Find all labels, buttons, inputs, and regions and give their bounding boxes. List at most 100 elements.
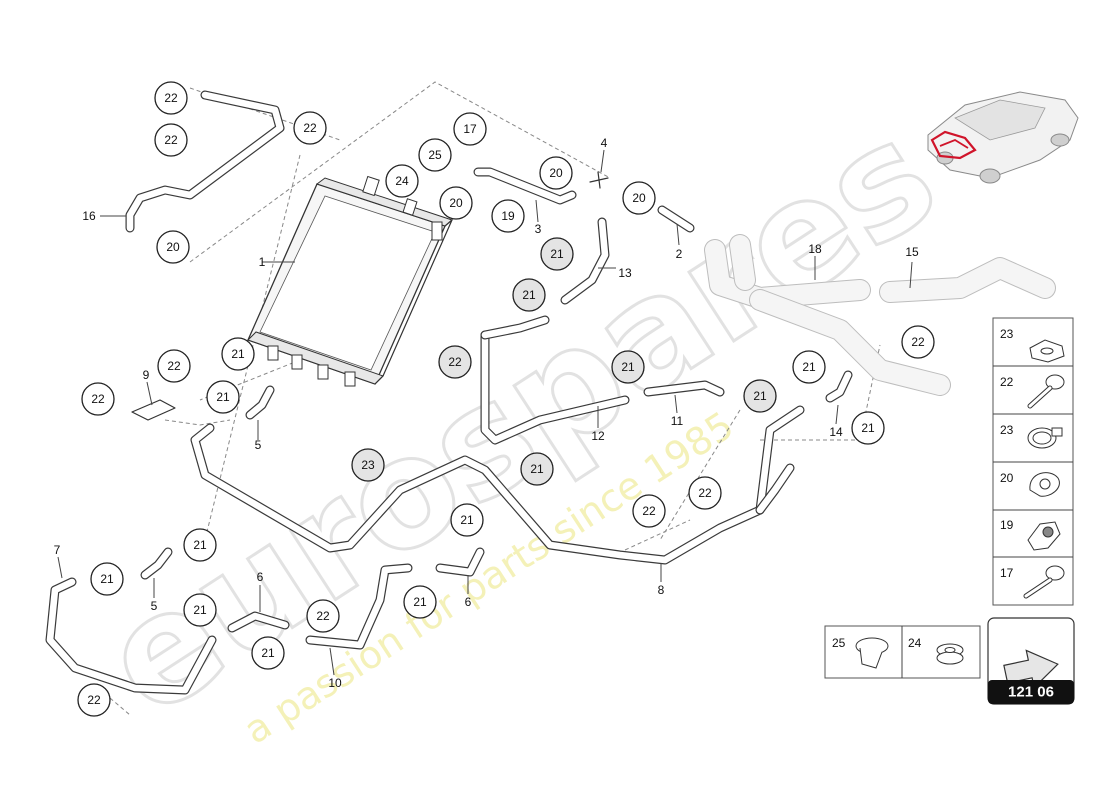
callout[interactable]: 25 xyxy=(418,138,452,172)
callout[interactable]: 21 xyxy=(792,350,826,384)
svg-text:23: 23 xyxy=(361,458,375,472)
part-number-4: 4 xyxy=(601,136,608,150)
radiator[interactable] xyxy=(247,175,453,387)
svg-text:23: 23 xyxy=(1000,327,1014,341)
svg-text:22: 22 xyxy=(303,121,317,135)
svg-text:24: 24 xyxy=(395,174,409,188)
svg-text:21: 21 xyxy=(550,247,564,261)
callout[interactable]: 21 xyxy=(450,503,484,537)
callout[interactable]: 22 xyxy=(81,382,115,416)
callout[interactable]: 21 xyxy=(206,380,240,414)
legend-item: 17 xyxy=(1000,565,1065,599)
svg-text:25: 25 xyxy=(832,636,846,650)
svg-text:21: 21 xyxy=(460,513,474,527)
callout[interactable]: 21 xyxy=(540,237,574,271)
callout[interactable]: 21 xyxy=(251,636,285,670)
page-number: 121 06 xyxy=(1008,684,1054,701)
svg-text:20: 20 xyxy=(449,196,463,210)
svg-text:22: 22 xyxy=(91,392,105,406)
callout[interactable]: 17 xyxy=(453,112,487,146)
svg-text:21: 21 xyxy=(231,347,245,361)
svg-text:22: 22 xyxy=(87,693,101,707)
callout[interactable]: 20 xyxy=(439,186,473,220)
callout[interactable]: 22 xyxy=(157,349,191,383)
grommet-cap-icon xyxy=(855,637,889,669)
next-page-button[interactable]: 121 06 xyxy=(987,617,1075,705)
callout[interactable]: 22 xyxy=(293,111,327,145)
legend-item: 25 xyxy=(832,636,889,669)
svg-text:21: 21 xyxy=(530,462,544,476)
svg-text:21: 21 xyxy=(621,360,635,374)
svg-text:21: 21 xyxy=(193,603,207,617)
svg-text:21: 21 xyxy=(413,595,427,609)
svg-text:23: 23 xyxy=(1000,423,1014,437)
legend-item: 23 xyxy=(1000,327,1065,363)
callout[interactable]: 20 xyxy=(622,181,656,215)
callout[interactable]: 21 xyxy=(221,337,255,371)
part-number-13: 13 xyxy=(618,266,632,280)
svg-text:22: 22 xyxy=(698,486,712,500)
part-number-9: 9 xyxy=(143,368,150,382)
callout[interactable]: 22 xyxy=(901,325,935,359)
legend-item: 23 xyxy=(1000,423,1063,449)
svg-text:22: 22 xyxy=(316,609,330,623)
callout[interactable]: 22 xyxy=(438,345,472,379)
callout[interactable]: 22 xyxy=(688,476,722,510)
part-number-5a: 5 xyxy=(255,438,262,452)
legend-item: 24 xyxy=(908,636,964,665)
part-number-3: 3 xyxy=(535,222,542,236)
callout[interactable]: 20 xyxy=(539,156,573,190)
svg-text:21: 21 xyxy=(861,421,875,435)
svg-text:20: 20 xyxy=(166,240,180,254)
svg-text:22: 22 xyxy=(164,133,178,147)
svg-text:20: 20 xyxy=(549,166,563,180)
svg-text:22: 22 xyxy=(642,504,656,518)
bolt-icon xyxy=(1027,374,1065,409)
callout[interactable]: 21 xyxy=(90,562,124,596)
callout[interactable]: 22 xyxy=(154,81,188,115)
callout[interactable]: 22 xyxy=(306,599,340,633)
part-number-2: 2 xyxy=(676,247,683,261)
callout[interactable]: 21 xyxy=(851,411,885,445)
callout[interactable]: 20 xyxy=(156,230,190,264)
svg-text:19: 19 xyxy=(1000,518,1014,532)
callout[interactable]: 21 xyxy=(743,379,777,413)
nut-icon xyxy=(1029,339,1065,363)
callout[interactable]: 24 xyxy=(385,164,419,198)
rubber-grommet-icon xyxy=(936,643,964,665)
part-numbers: 1 2 3 4 5 5 6 6 7 8 9 10 11 12 13 14 15 … xyxy=(54,136,919,690)
svg-text:21: 21 xyxy=(216,390,230,404)
svg-text:21: 21 xyxy=(522,288,536,302)
svg-text:22: 22 xyxy=(448,355,462,369)
hose-clamp-icon xyxy=(1027,427,1063,449)
part-number-10: 10 xyxy=(328,676,342,690)
svg-text:17: 17 xyxy=(1000,566,1014,580)
callout[interactable]: 21 xyxy=(611,350,645,384)
callout[interactable]: 21 xyxy=(183,593,217,627)
callout[interactable]: 21 xyxy=(512,278,546,312)
svg-text:25: 25 xyxy=(428,148,442,162)
callout[interactable]: 22 xyxy=(77,683,111,717)
callout[interactable]: 23 xyxy=(351,448,385,482)
part-number-8: 8 xyxy=(658,583,665,597)
legend-item: 19 xyxy=(1000,518,1061,551)
svg-text:17: 17 xyxy=(463,122,477,136)
callout[interactable]: 22 xyxy=(154,123,188,157)
fastener-legend: 23 22 23 20 xyxy=(992,317,1074,606)
pipes xyxy=(45,90,853,695)
callout[interactable]: 21 xyxy=(183,528,217,562)
callouts: 22 22 22 20 17 25 24 20 20 19 20 21 21 2… xyxy=(77,81,935,717)
callout[interactable]: 22 xyxy=(632,494,666,528)
grommet-legend: 25 24 xyxy=(824,625,981,679)
callout[interactable]: 19 xyxy=(491,199,525,233)
legend-item: 20 xyxy=(1000,471,1060,497)
screw-icon xyxy=(1023,565,1065,599)
callout[interactable]: 21 xyxy=(520,452,554,486)
part-number-1: 1 xyxy=(259,255,266,269)
svg-text:22: 22 xyxy=(911,335,925,349)
ghost-pipe-assembly xyxy=(704,234,1056,396)
part-number-18: 18 xyxy=(808,242,822,256)
callout[interactable]: 21 xyxy=(403,585,437,619)
spring-clip-icon xyxy=(1029,472,1060,497)
legend-item: 22 xyxy=(1000,374,1065,409)
